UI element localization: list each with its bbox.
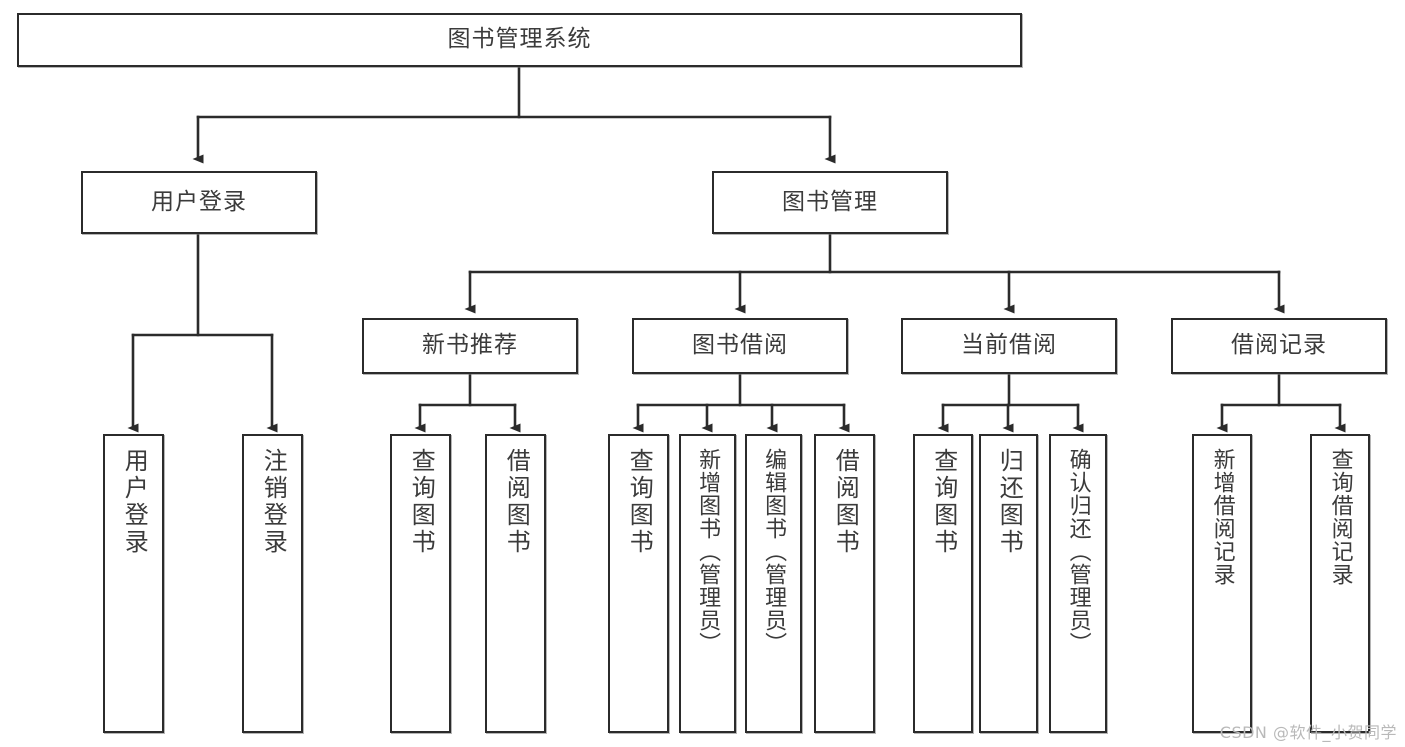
node-leaf-query-book-2[interactable]: 查询图书: [608, 434, 669, 733]
node-leaf-add-borrow-record[interactable]: 新增借阅记录: [1192, 434, 1252, 733]
node-leaf-edit-book-label: 编辑图书（管理员）: [761, 448, 787, 655]
node-leaf-add-book-label: 新增图书（管理员）: [695, 448, 721, 655]
node-book-borrow-label: 图书借阅: [692, 332, 788, 359]
node-leaf-logout-login-label: 注销登录: [259, 448, 288, 556]
node-borrow-record-label: 借阅记录: [1231, 332, 1327, 359]
node-leaf-borrow-book-2-label: 借阅图书: [831, 448, 860, 556]
node-root-label: 图书管理系统: [447, 26, 592, 53]
node-new-book-recommend-label: 新书推荐: [422, 332, 518, 359]
node-leaf-user-login[interactable]: 用户登录: [103, 434, 164, 733]
node-leaf-borrow-book-2[interactable]: 借阅图书: [814, 434, 875, 733]
node-borrow-record[interactable]: 借阅记录: [1171, 318, 1387, 374]
node-leaf-query-borrow-record[interactable]: 查询借阅记录: [1310, 434, 1370, 733]
node-book-management[interactable]: 图书管理: [712, 171, 948, 234]
node-leaf-return-book-label: 归还图书: [995, 448, 1024, 556]
node-leaf-edit-book[interactable]: 编辑图书（管理员）: [745, 434, 802, 733]
node-leaf-query-book-1[interactable]: 查询图书: [390, 434, 451, 733]
node-leaf-query-book-3[interactable]: 查询图书: [913, 434, 973, 733]
node-leaf-query-book-2-label: 查询图书: [625, 448, 654, 556]
watermark: CSDN @软件_小贺同学: [1219, 723, 1397, 742]
node-current-borrow[interactable]: 当前借阅: [901, 318, 1117, 374]
node-leaf-borrow-book-1-label: 借阅图书: [502, 448, 531, 556]
node-leaf-logout-login[interactable]: 注销登录: [242, 434, 303, 733]
node-leaf-add-borrow-record-label: 新增借阅记录: [1209, 448, 1235, 586]
node-leaf-user-login-label: 用户登录: [120, 448, 149, 556]
node-user-login[interactable]: 用户登录: [81, 171, 317, 234]
node-leaf-return-book[interactable]: 归还图书: [979, 434, 1038, 733]
node-leaf-query-book-3-label: 查询图书: [929, 448, 958, 556]
node-root[interactable]: 图书管理系统: [17, 13, 1022, 67]
node-current-borrow-label: 当前借阅: [961, 332, 1057, 359]
node-leaf-confirm-return[interactable]: 确认归还（管理员）: [1049, 434, 1107, 733]
node-leaf-query-book-1-label: 查询图书: [407, 448, 436, 556]
node-leaf-borrow-book-1[interactable]: 借阅图书: [485, 434, 546, 733]
node-leaf-query-borrow-record-label: 查询借阅记录: [1327, 448, 1353, 586]
node-leaf-confirm-return-label: 确认归还（管理员）: [1065, 448, 1091, 655]
node-leaf-add-book[interactable]: 新增图书（管理员）: [679, 434, 736, 733]
node-new-book-recommend[interactable]: 新书推荐: [362, 318, 578, 374]
node-book-management-label: 图书管理: [782, 188, 878, 215]
node-user-login-label: 用户登录: [151, 188, 247, 215]
node-book-borrow[interactable]: 图书借阅: [632, 318, 848, 374]
